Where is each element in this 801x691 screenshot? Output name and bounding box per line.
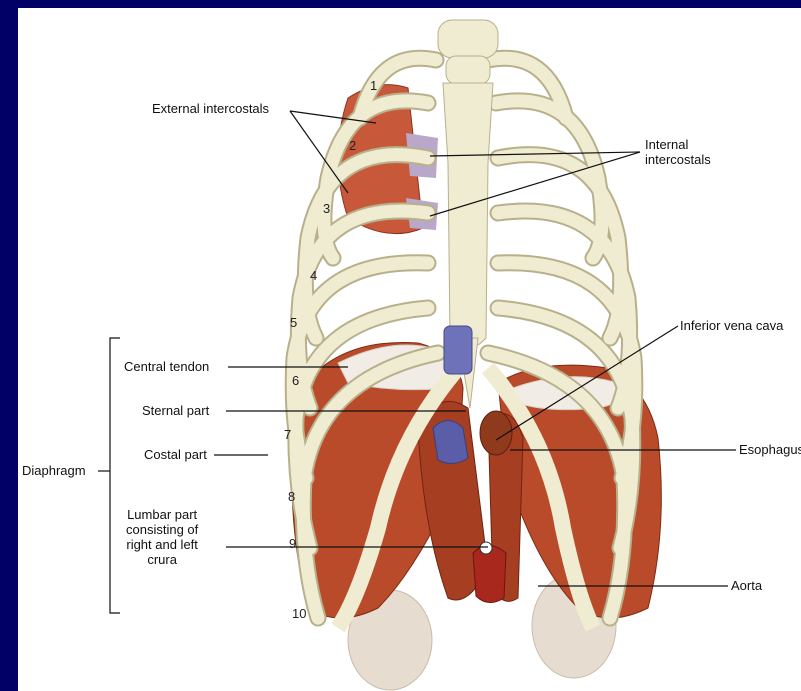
label-lumbar-line-2: consisting of: [126, 522, 198, 537]
label-lumbar-line-1: Lumbar part: [126, 507, 198, 522]
diagram-panel: External intercostals Internal intercost…: [18, 8, 801, 691]
label-internal-intercostals: Internal intercostals: [645, 137, 711, 167]
sternum: [443, 83, 493, 348]
vertebra-top: [438, 20, 498, 58]
rib-number-2: 2: [349, 138, 356, 153]
rib-number-1: 1: [370, 78, 377, 93]
label-lumbar-line-4: crura: [126, 552, 198, 567]
label-costal-part: Costal part: [144, 447, 207, 462]
label-aorta: Aorta: [731, 578, 762, 593]
label-esophagus: Esophagus: [739, 442, 801, 457]
aorta-vessel: [473, 546, 506, 603]
rib-number-10: 10: [292, 606, 306, 621]
rib-number-3: 3: [323, 201, 330, 216]
vertebra-2: [446, 56, 490, 84]
rib-number-9: 9: [289, 536, 296, 551]
rib-number-5: 5: [290, 315, 297, 330]
label-diaphragm: Diaphragm: [22, 463, 86, 478]
rib-number-8: 8: [288, 489, 295, 504]
label-internal-line-1: Internal: [645, 137, 711, 152]
rib-cage-illustration: [18, 8, 801, 691]
aortic-hiatus: [480, 542, 492, 554]
label-inferior-vena-cava: Inferior vena cava: [680, 318, 783, 333]
label-internal-line-2: intercostals: [645, 152, 711, 167]
rib-number-4: 4: [310, 268, 317, 283]
rib-number-6: 6: [292, 373, 299, 388]
label-lumbar-line-3: right and left: [126, 537, 198, 552]
inferior-vena-cava: [444, 326, 472, 374]
label-lumbar-part: Lumbar part consisting of right and left…: [126, 507, 198, 567]
label-external-intercostals: External intercostals: [152, 101, 269, 116]
label-sternal-part: Sternal part: [142, 403, 209, 418]
label-central-tendon: Central tendon: [124, 359, 209, 374]
rib-number-7: 7: [284, 427, 291, 442]
